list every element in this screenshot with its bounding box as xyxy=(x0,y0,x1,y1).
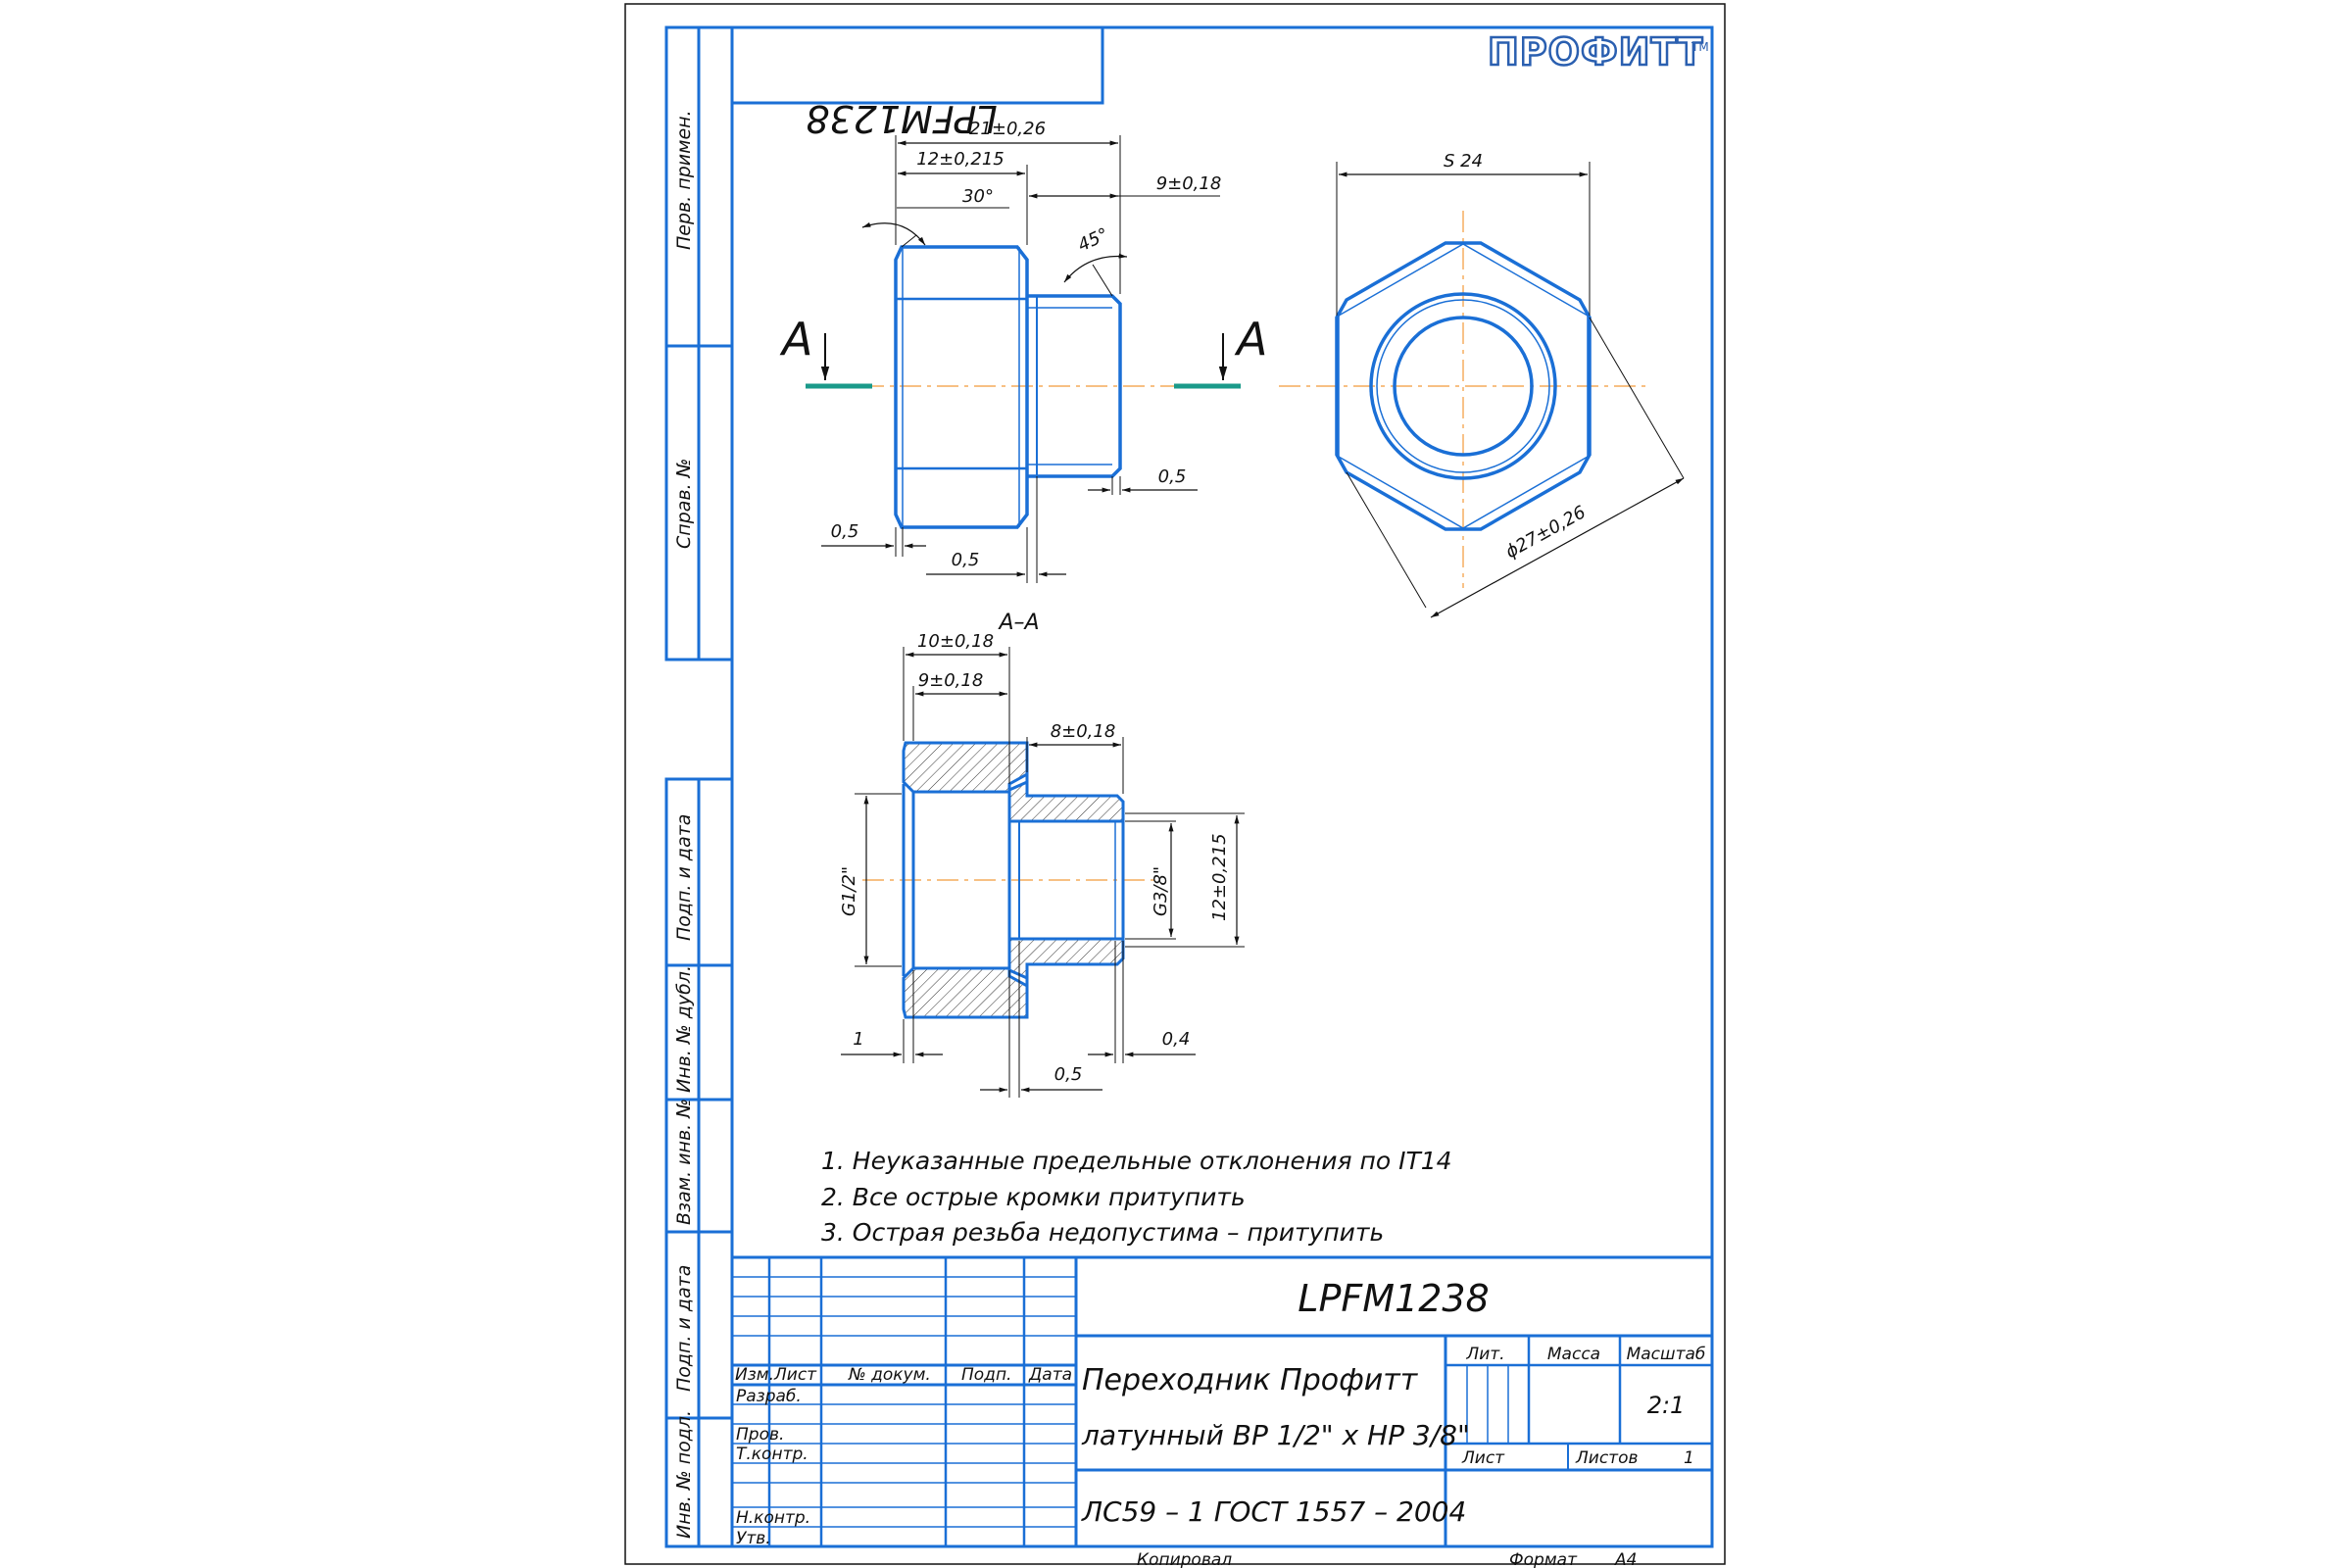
tb-material: ЛС59 – 1 ГОСТ 1557 – 2004 xyxy=(1081,1495,1466,1528)
dim-0-5-bottom: 0,5 xyxy=(952,550,980,570)
note-2: 2. Все острые кромки притупить xyxy=(821,1183,1246,1211)
side-columns: Перв. примен. Справ. № Подп. и дата Инв.… xyxy=(664,25,734,1548)
tb-mass-label: Масса xyxy=(1547,1345,1600,1364)
sheet-frame xyxy=(730,25,1714,1548)
dim-30deg: 30° xyxy=(962,186,994,207)
tb-scale-label: Масштаб xyxy=(1627,1345,1706,1364)
tb-name-line1: Переходник Профитт xyxy=(1082,1363,1419,1397)
note-1: 1. Неуказанные предельные отклонения по … xyxy=(821,1147,1452,1175)
dim-0-5-section: 0,5 xyxy=(1054,1064,1083,1085)
brand-logo: ПРОФИТТ ТМ xyxy=(1487,29,1709,75)
side-label-inv-dubl: Инв. № дубл. xyxy=(673,965,695,1093)
side-label-vzam-inv: Взам. инв. № xyxy=(673,1099,695,1225)
tb-lit-label: Лит. xyxy=(1465,1345,1504,1364)
designation-mirrored: LPFM1238 xyxy=(806,97,997,140)
tb-header-izm: Изм. xyxy=(735,1365,774,1385)
tb-designation: LPFM1238 xyxy=(1298,1277,1489,1320)
dim-s24: S 24 xyxy=(1444,151,1483,172)
title-block: Изм. Лист № докум. Подп. Дата Разраб. Пр… xyxy=(730,1255,1714,1548)
footer-format-label: Формат xyxy=(1509,1550,1578,1568)
tb-scale-value: 2:1 xyxy=(1647,1392,1686,1419)
dim-8: 8±0,18 xyxy=(1051,721,1116,742)
designation-box-top: LPFM1238 xyxy=(732,27,1104,140)
dim-0-5-left: 0,5 xyxy=(831,521,859,542)
tb-sheets-label: Листов xyxy=(1575,1448,1639,1468)
hex-view: S 24 ϕ27±0,26 xyxy=(1279,151,1685,618)
dim-g3-8: G3/8" xyxy=(1151,866,1171,916)
tb-sheet-label: Лист xyxy=(1461,1448,1505,1468)
dim-9-section: 9±0,18 xyxy=(918,670,984,691)
side-label-perv-primen: Перв. примен. xyxy=(673,110,695,250)
dim-45deg: 45° xyxy=(1075,224,1112,257)
brand-tm: ТМ xyxy=(1690,40,1709,54)
dim-g1-2: G1/2" xyxy=(839,866,859,916)
footer-format-value: А4 xyxy=(1614,1550,1637,1568)
dim-10: 10±0,18 xyxy=(917,631,994,652)
tb-role-utv: Утв. xyxy=(736,1529,771,1548)
side-label-inv-podl: Инв. № подл. xyxy=(673,1410,695,1539)
dim-0-5-right: 0,5 xyxy=(1158,466,1187,487)
tb-header-data: Дата xyxy=(1028,1365,1072,1385)
tb-sheets-value: 1 xyxy=(1684,1448,1694,1468)
side-label-sprav-no: Справ. № xyxy=(673,459,695,549)
section-view: A–A 10±0,18 9±0,18 8±0,18 G1/2 xyxy=(839,611,1245,1098)
tb-role-nkontr: Н.контр. xyxy=(736,1508,810,1528)
footer-copied: Копировал xyxy=(1137,1550,1232,1568)
note-3: 3. Острая резьба недопустима – притупить xyxy=(821,1218,1384,1247)
sheet-outer-border xyxy=(624,3,1726,1565)
section-letter-left: A xyxy=(779,313,812,366)
tb-role-tkontr: Т.контр. xyxy=(736,1445,808,1464)
dim-9: 9±0,18 xyxy=(1156,173,1222,194)
tb-header-podp: Подп. xyxy=(961,1365,1011,1385)
dim-21: 21±0,26 xyxy=(969,119,1046,139)
section-title: A–A xyxy=(997,611,1039,635)
tb-header-list: Лист xyxy=(773,1365,817,1385)
tb-role-prov: Пров. xyxy=(736,1425,784,1445)
dim-12-section: 12±0,215 xyxy=(1209,833,1230,921)
brand-logo-text: ПРОФИТТ xyxy=(1488,30,1703,74)
dim-1: 1 xyxy=(853,1029,863,1050)
dim-12: 12±0,215 xyxy=(916,149,1004,170)
dim-0-4: 0,4 xyxy=(1162,1029,1191,1050)
tb-role-razrab: Разраб. xyxy=(736,1387,802,1406)
side-label-podp-data-2: Подп. и дата xyxy=(673,1265,695,1392)
front-view: A A 21±0,26 12±0,215 30° 9±0,18 45° 0,5 xyxy=(779,119,1267,583)
tb-name-line2: латунный ВР 1/2" х НР 3/8" xyxy=(1081,1419,1470,1451)
section-letter-right: A xyxy=(1234,313,1267,366)
technical-notes: 1. Неуказанные предельные отклонения по … xyxy=(821,1147,1452,1247)
tb-header-docnum: № докум. xyxy=(848,1365,931,1385)
side-label-podp-data-1: Подп. и дата xyxy=(673,814,695,941)
